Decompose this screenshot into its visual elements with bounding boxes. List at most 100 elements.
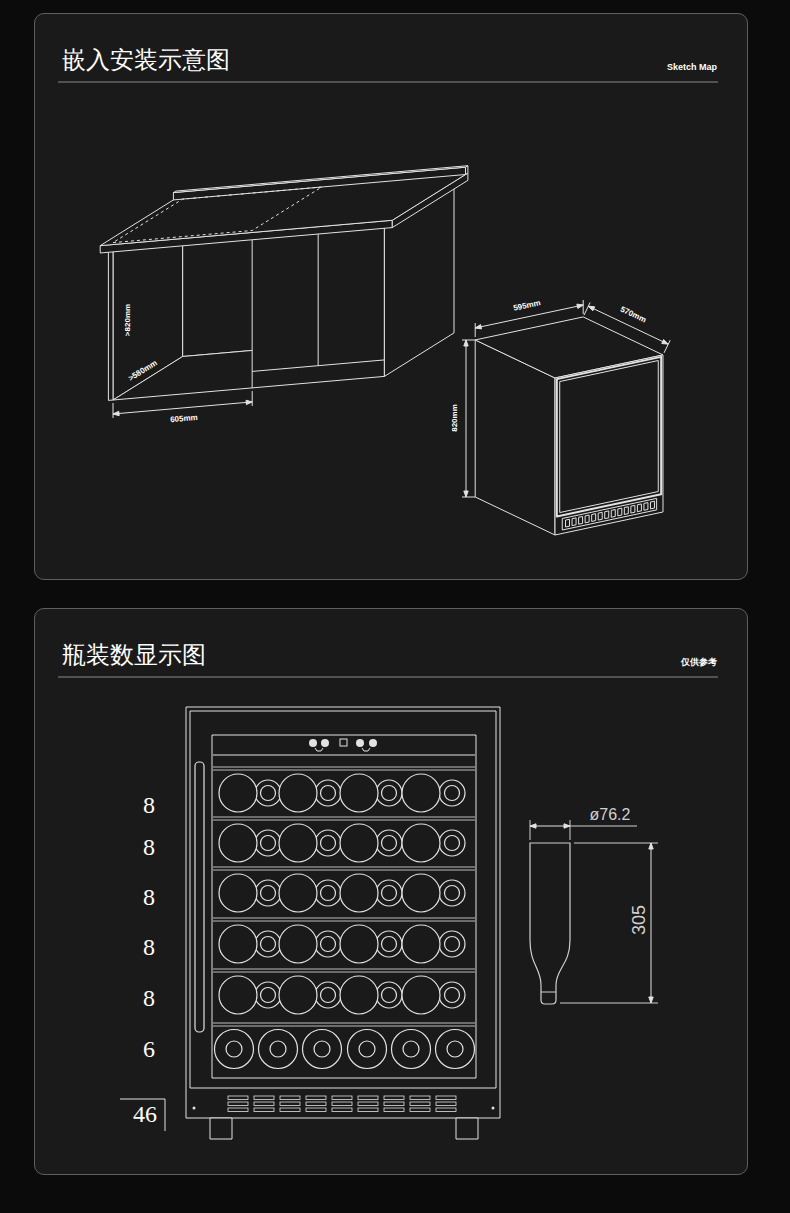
- bottle-height: 305: [630, 904, 648, 936]
- vent-slat: [254, 1096, 274, 1100]
- bottle-outline: [321, 836, 336, 851]
- shelf-line: [213, 770, 475, 771]
- bottle-outline: [226, 1041, 242, 1057]
- vent-slat: [254, 1102, 274, 1106]
- panel-ground: [34, 13, 748, 580]
- bottle-outline: [279, 925, 317, 963]
- bottle-outline: [340, 925, 378, 963]
- shelf-line: [213, 817, 475, 818]
- extension-line: [583, 300, 584, 314]
- bottle-outline: [445, 937, 460, 952]
- niche-outline: [113, 187, 322, 243]
- cooler-vent: [562, 498, 656, 530]
- screw-dot: [492, 1107, 495, 1110]
- vent-slot: [592, 514, 596, 522]
- panel-heading: 嵌入安装示意图: [62, 47, 230, 75]
- bottle-outline: [270, 1041, 286, 1057]
- bottle-outline: [279, 774, 317, 812]
- bottle-outline: [259, 1030, 298, 1069]
- bottle-outline: [321, 786, 336, 801]
- bottle-outline: [376, 780, 402, 806]
- vent-slot: [605, 511, 609, 519]
- bottle-outline: [215, 1030, 254, 1069]
- vent-slat: [358, 1096, 378, 1100]
- panel-ground: [34, 608, 748, 1175]
- bottle-outline: [376, 931, 402, 957]
- bottle-outline: [382, 886, 397, 901]
- shelf-line: [213, 767, 475, 768]
- row-bottle-count: 8: [142, 835, 156, 859]
- bottle-outline: [382, 836, 397, 851]
- control-button: [369, 739, 377, 747]
- vent-slat: [436, 1096, 456, 1100]
- extension-line: [462, 340, 475, 341]
- arrow-head: [530, 824, 536, 828]
- control-button: [309, 739, 317, 747]
- extension-line: [574, 843, 658, 844]
- bottle-outline: [219, 874, 257, 912]
- vent-slot: [611, 510, 615, 518]
- shelf-line: [213, 820, 475, 821]
- row-bottle-count: 6: [142, 1037, 156, 1061]
- vent-slat: [228, 1096, 248, 1100]
- bottle-outline: [261, 988, 276, 1003]
- bottle-outline: [255, 880, 281, 906]
- dimension-label: >820mm: [124, 303, 132, 337]
- dimension-line: [570, 826, 637, 827]
- shelf-line: [213, 969, 475, 970]
- row-bottle-count: 8: [142, 793, 156, 817]
- control-strip: [213, 755, 475, 756]
- vent-slat: [384, 1108, 404, 1112]
- bottle-outline: [219, 976, 257, 1014]
- bottle-outline: [314, 1041, 330, 1057]
- bottle-outline: [403, 1041, 419, 1057]
- cabinet-front: [252, 226, 384, 388]
- extension-line: [530, 820, 531, 840]
- door-split: [318, 232, 319, 366]
- dimension-line: [651, 843, 652, 1003]
- vent-slat: [228, 1102, 248, 1106]
- bottle-outline: [376, 830, 402, 856]
- bottle-outline: [402, 824, 440, 862]
- bottle-outline: [261, 836, 276, 851]
- bottle-outline: [376, 982, 402, 1008]
- vent-slot: [598, 512, 602, 520]
- vent-slat: [436, 1102, 456, 1106]
- vent-slot: [618, 508, 622, 516]
- cabinet-body: [186, 707, 500, 1118]
- shelf-line: [213, 1026, 475, 1027]
- bottle-outline: [402, 874, 440, 912]
- cooler-front: [555, 355, 663, 535]
- built-in-cabinet-sketch: [100, 166, 468, 418]
- vent-slat: [384, 1102, 404, 1106]
- bottle-outline: [315, 880, 341, 906]
- bottle-diameter: ø76.2: [589, 807, 632, 823]
- total-bracket: [120, 1099, 165, 1100]
- wine-cooler-sketch: [462, 300, 670, 535]
- bottle-outline: [382, 937, 397, 952]
- bottle-outline: [303, 1030, 342, 1069]
- vent-slat: [306, 1108, 326, 1112]
- cooler-door: [557, 357, 661, 517]
- extension-line: [584, 303, 590, 316]
- panel-tag: Sketch Map: [667, 63, 717, 73]
- vent-slot: [566, 519, 570, 527]
- dimension-label: 820mm: [451, 403, 459, 433]
- bottle-outline: [279, 976, 317, 1014]
- bottle-outline: [255, 931, 281, 957]
- bottle-outline: [445, 836, 460, 851]
- backsplash-top: [173, 166, 468, 193]
- vent-slat: [358, 1108, 378, 1112]
- bottle-outline: [321, 937, 336, 952]
- shelf-line: [213, 870, 475, 871]
- shelf-line: [213, 972, 475, 973]
- bottle-outline: [279, 824, 317, 862]
- backsplash-front: [173, 167, 465, 200]
- bottle-outline: [340, 774, 378, 812]
- bottle-outline: [340, 874, 378, 912]
- vent-slat: [358, 1102, 378, 1106]
- cooler-glass: [560, 361, 659, 513]
- arrow-head: [649, 843, 653, 849]
- row-bottle-count: 8: [142, 885, 156, 909]
